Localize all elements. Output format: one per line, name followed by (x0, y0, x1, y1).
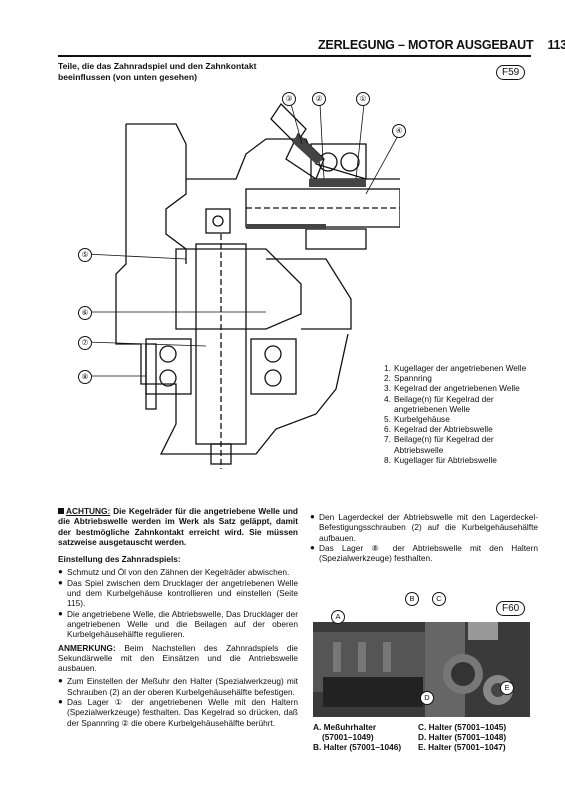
diagram-callout-8: ⑧ (78, 370, 92, 384)
header-title: ZERLEGUNG – MOTOR AUSGEBAUT (318, 38, 534, 52)
page-number: 113 (547, 38, 565, 52)
legend-item: 6.Kegelrad der Abtriebswelle (384, 424, 493, 435)
diagram-callout-3: ③ (282, 92, 296, 106)
header-rule (58, 55, 531, 57)
diagram-callout-1: ① (356, 92, 370, 106)
bullet-icon: ● (58, 676, 63, 686)
diagram-callout-5: ⑤ (78, 248, 92, 262)
diagram-callout-2: ② (312, 92, 326, 106)
photo-callout-b: B (405, 592, 419, 606)
list-item: ●Zum Einstellen der Meßuhr den Halter (S… (58, 676, 298, 697)
gear-section-diagram (85, 102, 400, 469)
warning-icon (58, 508, 64, 514)
legend-item: 4.Beilage(n) für Kegelrad der angetriebe… (384, 393, 494, 414)
list-item: ●Die angetriebene Welle, die Abtriebswel… (58, 608, 298, 640)
note-label: ANMERKUNG: (58, 642, 116, 653)
figure1-tag: F59 (496, 65, 526, 80)
warning-paragraph: ACHTUNG: Die Kegelräder für die angetrie… (58, 506, 298, 547)
section-heading: Einstellung des Zahnradspiels: (58, 554, 181, 565)
figure1-legend: 1.Kugellager der angetriebenen Welle 2.S… (384, 363, 544, 465)
figure2-tag: F60 (496, 601, 526, 616)
warning-label: ACHTUNG: (66, 506, 111, 516)
legend-item: 2.Spannring (384, 373, 432, 384)
photo-callout-c: C (432, 592, 446, 606)
warning-text: Die Kegelräder für die angetriebene Well… (58, 506, 298, 547)
photo-callout-e: E (500, 681, 514, 695)
legend-item: 1.Kugellager der angetriebenen Welle (384, 363, 527, 373)
note-text: Beim Nachstellen des Zahnradspiels die S… (58, 642, 298, 674)
diagram-callout-6: ⑥ (78, 306, 92, 320)
photo-callout-a: A (331, 610, 345, 624)
legend-item: 5.Kurbelgehäuse (384, 414, 450, 425)
list-item: ●Das Lager ① der angetriebenen Welle mit… (58, 697, 298, 728)
bullet-icon: ● (310, 542, 315, 552)
right-text-column: ●Den Lagerdeckel der Abtriebswelle mit d… (310, 512, 538, 563)
diagram-callout-4: ④ (392, 124, 406, 138)
legend-item: 8.Kugellager für Abtriebswelle (384, 454, 497, 465)
left-text-column: ACHTUNG: Die Kegelräder für die angetrie… (58, 506, 298, 728)
page-header: ZERLEGUNG – MOTOR AUSGEBAUT 113 (318, 38, 565, 52)
list-item: ●Schmutz und Öl von den Zähnen der Kegel… (58, 567, 290, 578)
bullet-icon: ● (58, 697, 63, 707)
figure2-caption-right: C. Halter (57001–1045) D. Halter (57001–… (418, 722, 507, 753)
bullet-icon: ● (58, 608, 63, 618)
figure2-caption-left: A. Meßuhrhalter (57001–1049) B. Halter (… (313, 722, 402, 753)
bullet-icon: ● (58, 577, 63, 587)
bullet-icon: ● (58, 567, 63, 577)
legend-item: 3.Kegelrad der angetriebenen Welle (384, 383, 520, 394)
note-paragraph: ANMERKUNG: Beim Nachstellen des Zahnrads… (58, 643, 298, 674)
diagram-callout-7: ⑦ (78, 336, 92, 350)
figure1-caption: Teile, die das Zahnradspiel und den Zahn… (58, 61, 257, 82)
photo-callout-d: D (420, 691, 434, 705)
list-item: ●Den Lagerdeckel der Abtriebswelle mit d… (310, 512, 538, 543)
list-item: ●Das Lager ⑧ der Abtriebswelle mit den H… (310, 542, 538, 564)
legend-item: 7.Beilage(n) für Kegelrad der Abtriebswe… (384, 434, 494, 455)
list-item: ●Das Spiel zwischen dem Drucklager der a… (58, 577, 298, 609)
bullet-icon: ● (310, 512, 315, 521)
